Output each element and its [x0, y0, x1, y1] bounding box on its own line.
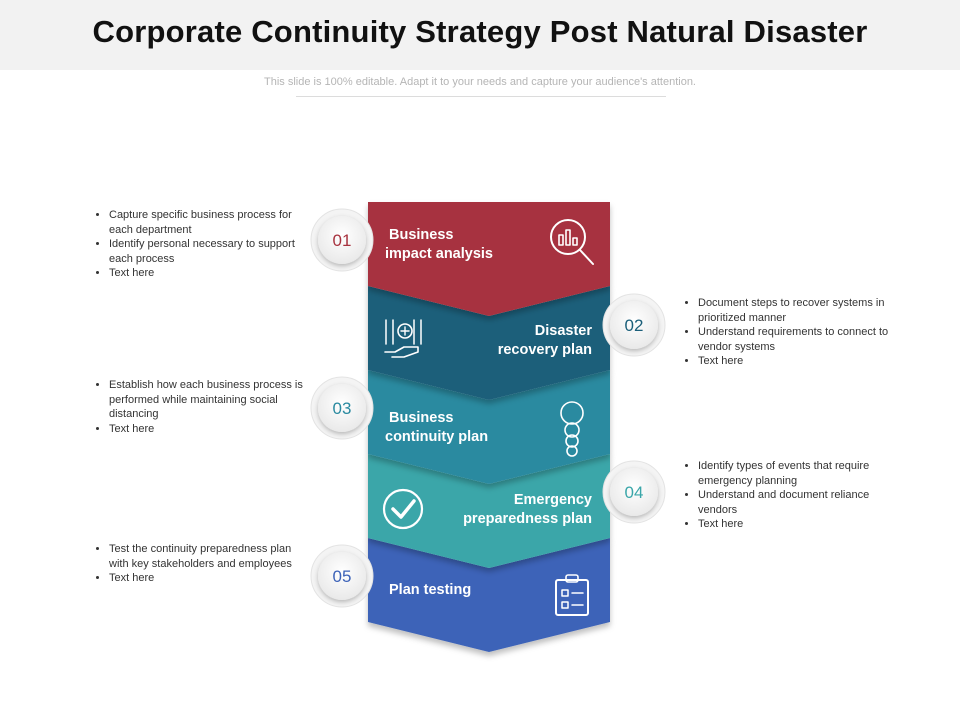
step-04-label-line-2: preparedness plan	[463, 511, 592, 527]
step-05-number: 05	[333, 567, 352, 586]
stacked-circles-icon	[560, 401, 584, 457]
step-02-label-line-2: recovery plan	[498, 342, 592, 358]
bullet-item: Text here	[698, 517, 898, 532]
step-01-number: 01	[333, 231, 352, 250]
chevron-band-05	[368, 538, 610, 652]
step-02-badge: 02	[602, 293, 666, 357]
step-05-label-line-1: Plan testing	[389, 582, 471, 598]
step-01-label-line-1: Business	[389, 227, 453, 243]
step-01-label-line-2: impact analysis	[385, 246, 493, 262]
step-01-badge: 01	[310, 208, 374, 272]
step-03-badge: 03	[310, 376, 374, 440]
step-01-bullets: Capture specific business process for ea…	[91, 208, 309, 281]
step-02-number: 02	[625, 316, 644, 335]
bullet-item: Document steps to recover systems in pri…	[698, 296, 898, 325]
step-01-label: Business impact analysis	[385, 227, 493, 262]
step-04-label-line-1: Emergency	[514, 492, 592, 508]
bullet-item: Establish how each business process is p…	[109, 378, 309, 422]
bullet-item: Text here	[109, 422, 309, 437]
bullet-item: Identify personal necessary to support e…	[109, 237, 309, 266]
step-05-bullets: Test the continuity preparedness plan wi…	[91, 542, 309, 586]
bullet-item: Text here	[109, 266, 309, 281]
page-subtitle: This slide is 100% editable. Adapt it to…	[264, 76, 696, 88]
clipboard-checklist-icon	[555, 574, 589, 616]
step-03-bullets: Establish how each business process is p…	[91, 378, 309, 436]
step-04-label: Emergency preparedness plan	[463, 492, 592, 527]
step-02-label: Disaster recovery plan	[498, 323, 593, 358]
step-03-label: Business continuity plan	[385, 410, 488, 445]
bullet-item: Understand and document reliance vendors	[698, 488, 898, 517]
bullet-item: Text here	[698, 354, 898, 369]
step-02-label-line-1: Disaster	[535, 323, 593, 339]
subtitle-divider	[296, 96, 666, 97]
step-02-bullets: Document steps to recover systems in pri…	[680, 296, 898, 369]
title-bar	[0, 0, 960, 70]
chevron-band-02	[368, 286, 610, 400]
chevron-band-04	[368, 454, 610, 568]
chevron-band-01	[368, 202, 610, 316]
chevron-band-03	[368, 370, 610, 484]
bullet-item: Text here	[109, 571, 309, 586]
step-05-badge: 05	[310, 544, 374, 608]
page-title: Corporate Continuity Strategy Post Natur…	[92, 14, 868, 49]
step-04-badge: 04	[602, 460, 666, 524]
step-04-bullets: Identify types of events that require em…	[680, 459, 898, 532]
step-05-label: Plan testing	[389, 582, 471, 598]
bullet-item: Identify types of events that require em…	[698, 459, 898, 488]
step-04-number: 04	[625, 483, 644, 502]
bullet-item: Test the continuity preparedness plan wi…	[109, 542, 309, 571]
step-03-label-line-2: continuity plan	[385, 429, 488, 445]
step-03-label-line-1: Business	[389, 410, 453, 426]
server-hand-icon	[384, 319, 422, 358]
bullet-item: Understand requirements to connect to ve…	[698, 325, 898, 354]
chart-magnifier-icon	[550, 219, 594, 265]
step-03-number: 03	[333, 399, 352, 418]
check-circle-icon	[382, 488, 424, 530]
bullet-item: Capture specific business process for ea…	[109, 208, 309, 237]
